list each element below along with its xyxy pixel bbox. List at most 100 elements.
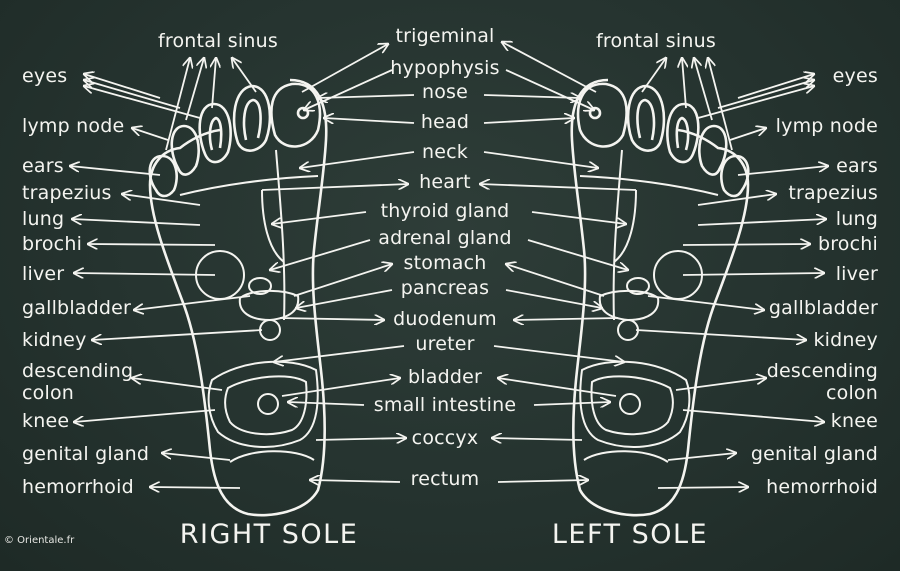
arrow-l-brochi [682, 244, 810, 245]
arrow-adrenal-r [270, 239, 371, 270]
arrow-r-genital [162, 453, 231, 461]
label-right-liver: liver [22, 263, 65, 285]
arrow-l-eyes-3 [697, 86, 814, 119]
arrow-stomach-r [293, 264, 392, 297]
arrow-r-liver [74, 273, 216, 275]
right-toe-4 [170, 124, 200, 176]
label-left-kidney: kidney [813, 329, 878, 351]
right-zone-intestine [224, 375, 308, 436]
arrow-r-fs-3 [212, 58, 216, 109]
arrow-l-fs-4 [641, 58, 666, 93]
right-zone-kidney [259, 319, 281, 341]
arrow-ureter-r [274, 345, 405, 362]
label-heart: heart [419, 171, 471, 193]
left-zone-neck-line [579, 175, 719, 196]
arrow-r-brochi [88, 244, 216, 245]
arrow-l-ears [737, 166, 828, 176]
label-left-lymph-node: lymp node [775, 115, 878, 137]
arrow-heart-r [261, 184, 408, 191]
left-zone-thyroid [613, 189, 637, 263]
arrow-l-eyes-2 [717, 80, 814, 109]
arrow-bladder-r [281, 378, 400, 397]
label-left-colon: colon [825, 382, 878, 404]
left-zone-spleen [626, 277, 650, 295]
label-right-knee: knee [22, 410, 70, 432]
label-rectum: rectum [410, 468, 480, 490]
label-left-genital-gland: genital gland [750, 443, 878, 465]
left-toe-2 [626, 84, 666, 152]
label-left-hemorrhoid: hemorrhoid [766, 476, 878, 498]
label-hypophysis: hypophysis [390, 57, 500, 79]
label-right-kidney: kidney [22, 329, 87, 351]
arrow-nose-l [483, 95, 580, 98]
label-right-hemorrhoid: hemorrhoid [22, 476, 134, 498]
label-right-descending: descending [22, 360, 134, 382]
left-toe-3 [666, 102, 700, 164]
arrow-l-colon [675, 378, 766, 391]
label-bladder: bladder [407, 366, 483, 388]
label-ureter: ureter [415, 333, 475, 355]
right-toe-2 [232, 84, 272, 152]
label-neck: neck [422, 141, 468, 163]
label-right-genital-gland: genital gland [22, 443, 150, 465]
label-right-ears: ears [22, 155, 64, 177]
left-zone-bladder [619, 393, 641, 415]
right-zone-bladder [257, 393, 279, 415]
label-right-colon: colon [22, 382, 75, 404]
arrow-ureter-l [493, 345, 624, 362]
label-left-descending: descending [766, 360, 878, 382]
arrow-r-lymph [132, 128, 169, 141]
arrow-l-liver [682, 273, 824, 275]
arrow-heart-l [480, 184, 637, 191]
arrow-head-r [324, 118, 415, 123]
label-left-gallbladder: gallbladder [768, 297, 878, 319]
right-big-toe [270, 82, 322, 148]
left-zone-kidney [617, 319, 639, 341]
label-head: head [420, 111, 470, 133]
arrow-duo-l [514, 318, 619, 320]
arrow-r-colon [132, 378, 223, 391]
arrow-nose-r [318, 95, 415, 98]
arrow-r-eyes-1 [84, 74, 161, 99]
left-toe-5 [720, 154, 750, 198]
arrow-trig-r [301, 44, 388, 93]
label-small-intestine: small intestine [373, 394, 517, 416]
arrow-l-trap [697, 194, 776, 206]
label-right-frontal-sinus: frontal sinus [158, 30, 278, 52]
left-toe-2-inner [636, 98, 656, 141]
arrow-coccyx-r [315, 438, 406, 440]
arrow-r-hemo [150, 487, 241, 488]
arrow-trig-l [502, 42, 597, 93]
left-zone-intestine [590, 375, 674, 436]
right-zone-stomach [238, 290, 300, 322]
arrow-l-kidney [635, 329, 806, 340]
arrow-l-fs-2 [694, 58, 713, 121]
label-nose: nose [421, 81, 469, 103]
label-left-frontal-sinus: frontal sinus [596, 30, 716, 52]
label-stomach: stomach [403, 252, 487, 274]
left-sole-outline [570, 78, 750, 517]
left-zone-spine [612, 149, 623, 321]
arrow-pancreas-l [505, 289, 602, 308]
label-right-trapezius: trapezius [22, 182, 112, 204]
copyright-notice: © Orientale.fr [4, 535, 75, 546]
left-zone-heel [583, 450, 669, 463]
right-toe-2-inner [242, 98, 262, 141]
arrow-stomach-l [506, 264, 605, 297]
label-right-lung: lung [22, 208, 65, 230]
arrow-rectum-r [310, 480, 401, 482]
arrow-l-gall [647, 295, 764, 310]
arrow-l-lymph [729, 128, 766, 141]
arrow-r-eyes-2 [84, 80, 181, 109]
arrow-hypo-r [304, 69, 393, 110]
arrow-head-l [483, 118, 574, 123]
arrow-coccyx-l [492, 438, 583, 440]
arrow-r-kidney [92, 329, 263, 340]
arrow-adrenal-l [527, 239, 628, 270]
right-zone-spine [275, 149, 286, 321]
label-left-knee: knee [830, 410, 878, 432]
label-pancreas: pancreas [400, 277, 490, 299]
arrow-si-r [288, 402, 365, 405]
